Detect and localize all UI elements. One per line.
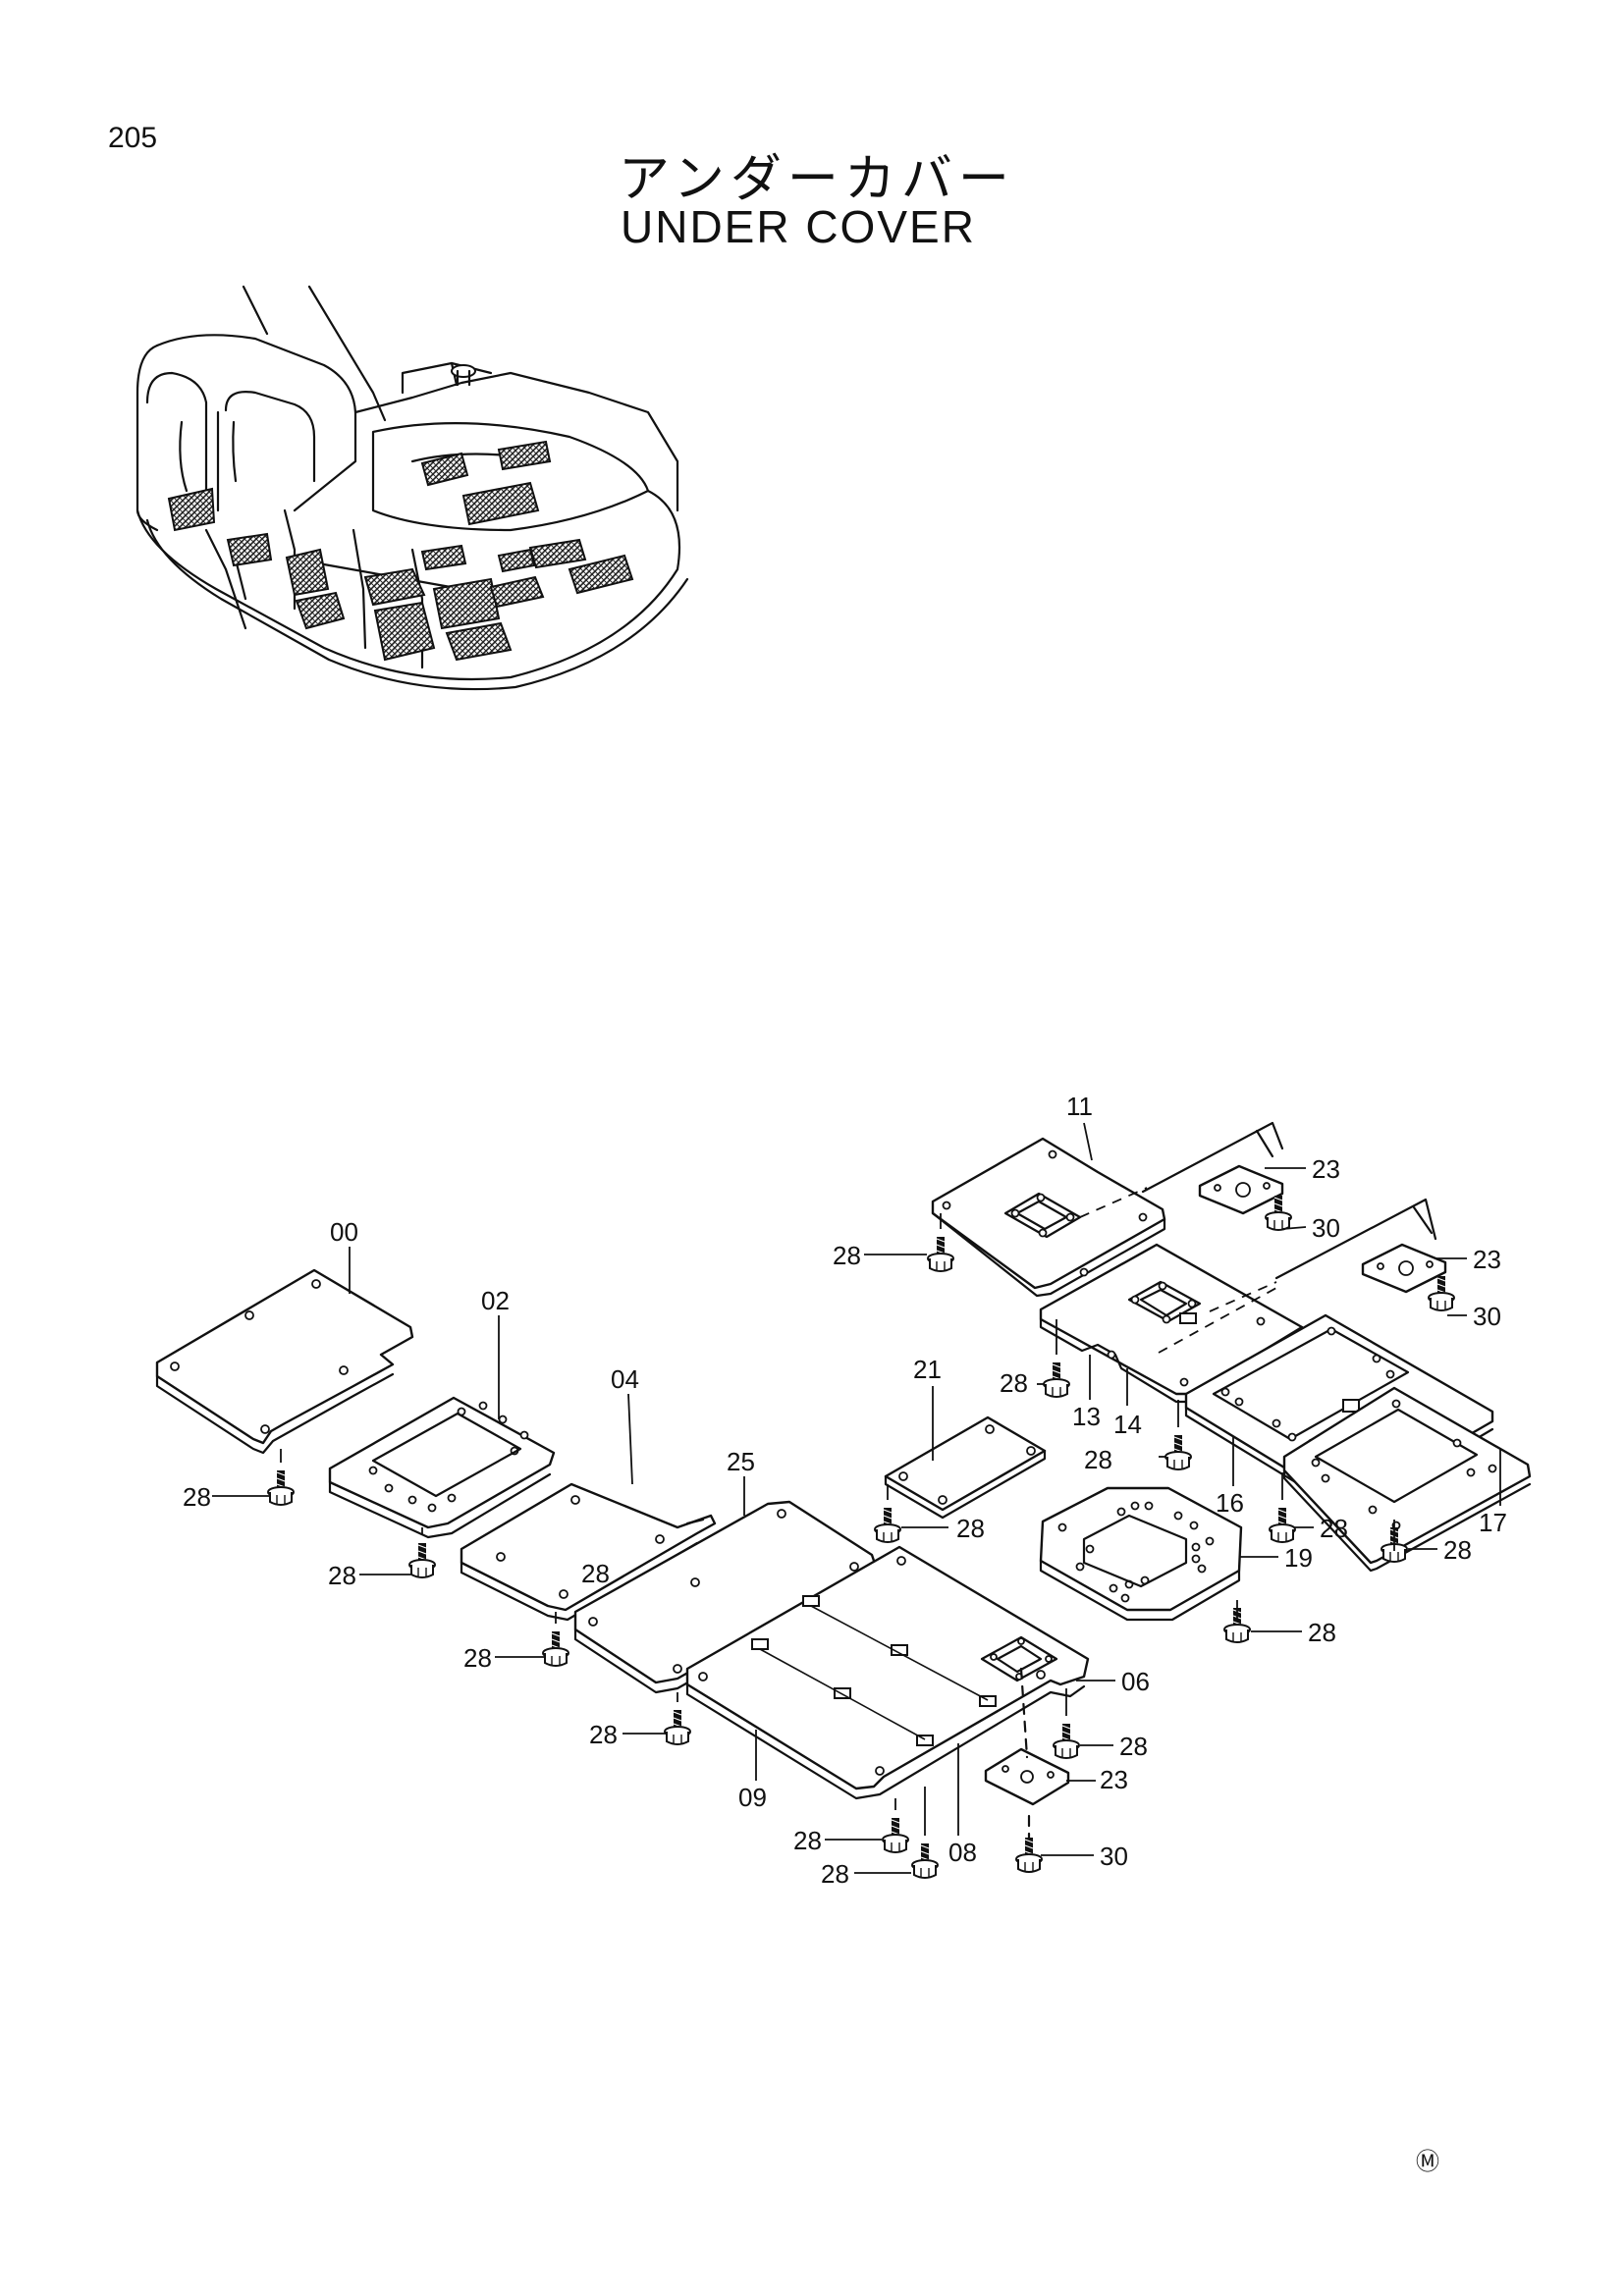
callout-28-h: 28 <box>956 1514 985 1543</box>
page-number: 205 <box>108 122 158 154</box>
title-japanese: アンダーカバー <box>619 150 1015 209</box>
part-09-main-cover-plate <box>685 1545 1090 1800</box>
callout-14: 14 <box>1113 1410 1142 1439</box>
callout-25: 25 <box>727 1447 755 1476</box>
callout-23-middle: 23 <box>1473 1245 1501 1274</box>
part-23-small-plate-lower <box>984 1747 1070 1806</box>
callout-23-lower: 23 <box>1100 1765 1128 1794</box>
part-21-cover-plate <box>884 1415 1047 1520</box>
part-23-small-plate-upper <box>1198 1164 1284 1215</box>
title-english: UNDER COVER <box>621 201 976 252</box>
callout-28-n: 28 <box>1119 1732 1148 1761</box>
callout-16: 16 <box>1216 1488 1244 1518</box>
callout-19: 19 <box>1284 1543 1313 1573</box>
callout-labels: 00 02 04 25 21 11 23 30 23 30 13 14 16 1… <box>183 1092 1507 1889</box>
callout-06: 06 <box>1121 1667 1150 1696</box>
corner-mark-icon: Ⓜ <box>1416 2149 1439 2175</box>
callout-30-upper: 30 <box>1312 1213 1340 1243</box>
key-map-machine-outline <box>135 285 689 691</box>
callout-28-i: 28 <box>1320 1514 1348 1543</box>
part-19-cover-plate <box>1039 1486 1243 1622</box>
callout-13: 13 <box>1072 1402 1101 1431</box>
callout-30-lower: 30 <box>1100 1842 1128 1871</box>
part-04-cover-plate <box>460 1482 717 1622</box>
callout-28-b: 28 <box>328 1561 356 1590</box>
callout-28-l: 28 <box>793 1826 822 1855</box>
callout-08: 08 <box>948 1838 977 1867</box>
callout-28-m: 28 <box>821 1859 849 1889</box>
callout-leaders <box>212 1122 1501 1874</box>
bolt-group <box>268 1196 1454 1878</box>
callout-23-upper: 23 <box>1312 1154 1340 1184</box>
part-00-cover-plate <box>155 1268 414 1455</box>
part-23-small-plate-middle <box>1361 1243 1447 1294</box>
callout-30-middle: 30 <box>1473 1302 1501 1331</box>
callout-09: 09 <box>738 1783 767 1812</box>
callout-04: 04 <box>611 1364 639 1394</box>
callout-00: 00 <box>330 1217 358 1247</box>
callout-28-g: 28 <box>1084 1445 1112 1474</box>
callout-28-c: 28 <box>463 1643 492 1673</box>
callout-21: 21 <box>913 1355 942 1384</box>
callout-28-a: 28 <box>183 1482 211 1512</box>
callout-28-e: 28 <box>833 1241 861 1270</box>
part-11-cover-plate <box>931 1137 1166 1298</box>
callout-28-k: 28 <box>1308 1618 1336 1647</box>
callout-28-o: 28 <box>581 1559 610 1588</box>
callout-28-j: 28 <box>1443 1535 1472 1565</box>
callout-17: 17 <box>1479 1508 1507 1537</box>
callout-11: 11 <box>1066 1092 1093 1121</box>
part-17-cover-plate <box>1282 1386 1532 1573</box>
callout-02: 02 <box>481 1286 510 1315</box>
callout-28-f: 28 <box>1000 1368 1028 1398</box>
callout-28-d: 28 <box>589 1720 618 1749</box>
